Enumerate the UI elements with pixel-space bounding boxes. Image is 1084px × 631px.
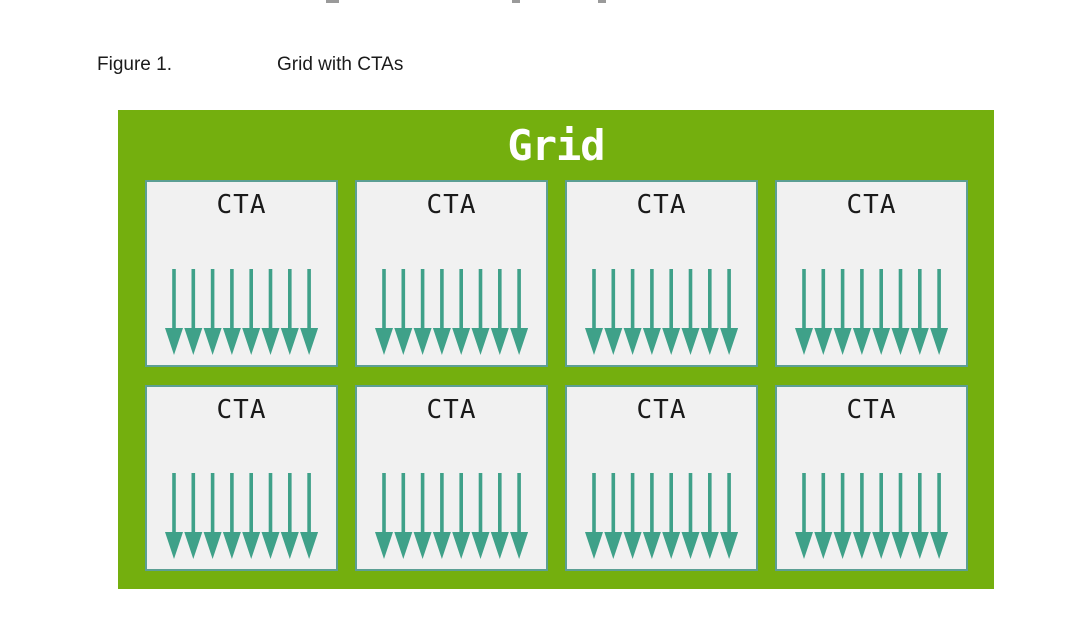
cta-label: CTA	[636, 190, 687, 220]
cta-label: CTA	[636, 394, 687, 425]
cropped-text-fragment	[598, 0, 606, 3]
grid-title: Grid	[507, 120, 605, 170]
cropped-text-fragment	[326, 0, 339, 3]
thread-arrows	[584, 268, 740, 355]
figure-title: Grid with CTAs	[277, 54, 404, 75]
cta-box: CTA	[565, 384, 758, 571]
thread-arrows	[584, 473, 740, 559]
cta-grid: CTA CTA CTA CTA CTA CTA CTA CTA	[118, 180, 994, 589]
figure-label: Figure 1.	[97, 54, 172, 75]
cta-box: CTA	[355, 180, 548, 367]
cta-label: CTA	[216, 190, 267, 220]
cta-label: CTA	[846, 190, 897, 220]
grid-diagram: Grid CTA CTA CTA CTA CTA CTA CTA CTA	[118, 110, 994, 589]
cta-box: CTA	[145, 180, 338, 367]
cta-label: CTA	[846, 394, 897, 425]
thread-arrows	[794, 268, 950, 355]
thread-arrows	[164, 268, 320, 355]
thread-arrows	[374, 268, 530, 355]
cta-box: CTA	[565, 180, 758, 367]
cta-box: CTA	[775, 384, 968, 571]
cta-label: CTA	[216, 394, 267, 425]
thread-arrows	[794, 473, 950, 559]
cta-box: CTA	[145, 384, 338, 571]
cta-label: CTA	[426, 394, 477, 425]
thread-arrows	[164, 473, 320, 559]
cropped-text-fragment	[512, 0, 520, 3]
thread-arrows	[374, 473, 530, 559]
cta-box: CTA	[355, 384, 548, 571]
figure-caption: Figure 1. Grid with CTAs	[97, 54, 403, 78]
cta-box: CTA	[775, 180, 968, 367]
cta-label: CTA	[426, 190, 477, 220]
